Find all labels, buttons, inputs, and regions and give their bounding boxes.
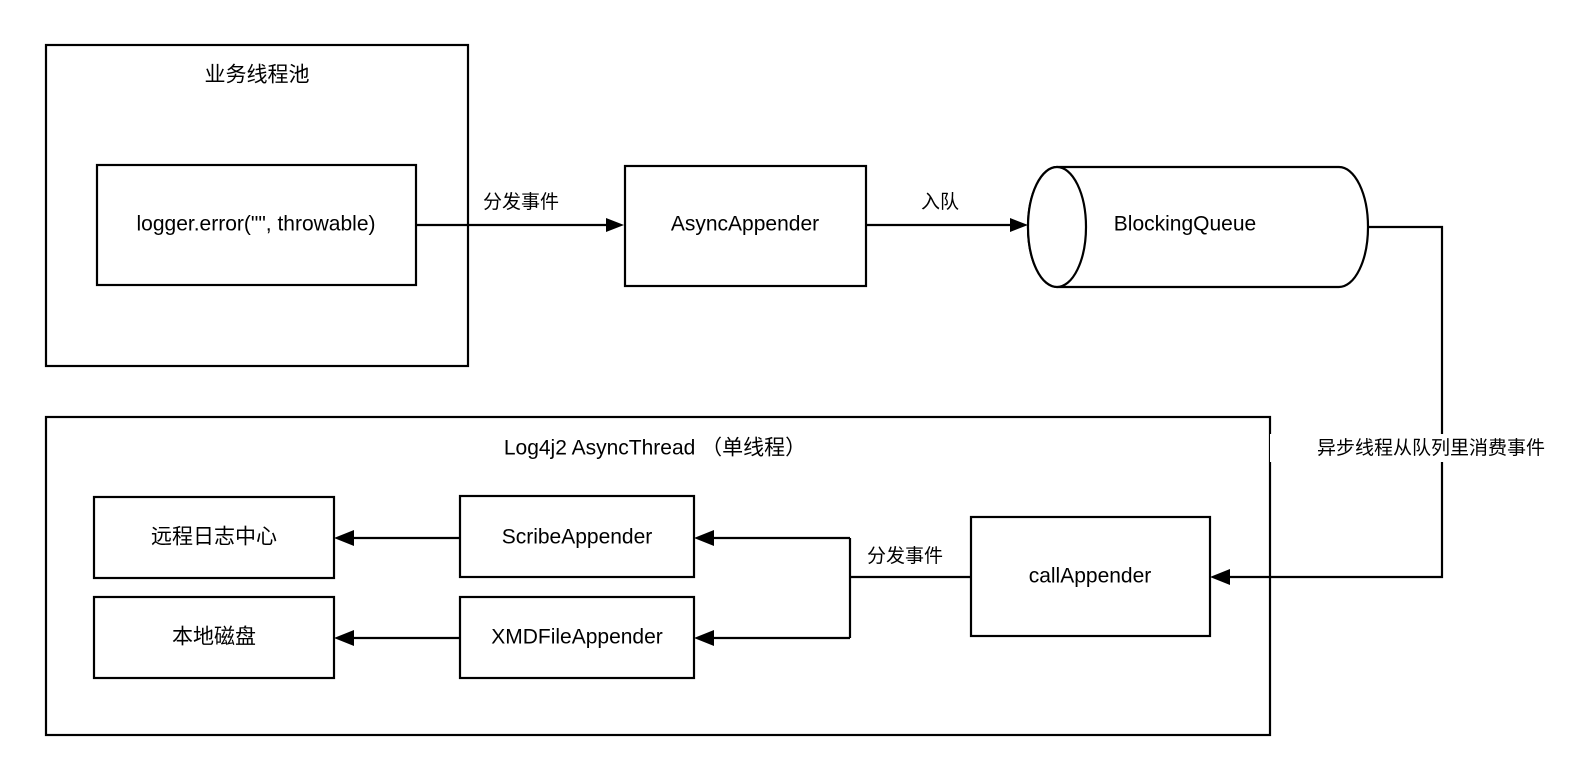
node-xmd-file-appender-label: XMDFileAppender	[491, 626, 663, 649]
edge-queue-to-callappender: 异步线程从队列里消费事件	[1210, 225, 1592, 585]
node-scribe-appender[interactable]	[458, 494, 696, 579]
edge-xmd-to-disk	[334, 630, 460, 646]
node-local-disk-label: 本地磁盘	[172, 626, 256, 649]
node-blocking-queue-label: BlockingQueue	[1114, 213, 1256, 236]
group-title-business-thread-pool: 业务线程池	[205, 64, 310, 87]
arrowhead-async-to-queue	[1010, 218, 1028, 232]
edge-async-to-queue: 入队	[866, 191, 1028, 232]
node-local-disk[interactable]	[92, 595, 336, 680]
node-async-appender[interactable]	[623, 164, 868, 288]
edge-scribe-to-remote	[334, 530, 460, 546]
edge-label-queue-to-callappender: 异步线程从队列里消费事件	[1317, 437, 1545, 459]
edge-callappender-to-appenders: 分发事件	[694, 530, 971, 646]
arrowhead-logger-to-async	[606, 218, 624, 232]
node-xmd-file-appender[interactable]	[458, 595, 696, 680]
arrowhead-callappender-to-scribe	[694, 530, 714, 546]
node-async-appender-label: AsyncAppender	[671, 213, 819, 236]
edge-logger-to-async: 分发事件	[416, 191, 624, 232]
node-logger-error-label: logger.error("", throwable)	[136, 213, 375, 236]
node-remote-log-center-label: 远程日志中心	[151, 526, 277, 549]
node-blocking-queue[interactable]	[1026, 165, 1370, 289]
group-title-log4j2-async-thread: Log4j2 AsyncThread （单线程）	[504, 437, 806, 460]
node-scribe-appender-label: ScribeAppender	[502, 526, 653, 549]
node-logger-error[interactable]	[95, 163, 418, 287]
edge-label-logger-to-async: 分发事件	[483, 191, 559, 213]
node-call-appender[interactable]	[969, 515, 1212, 638]
node-remote-log-center[interactable]	[92, 495, 336, 580]
node-call-appender-label: callAppender	[1029, 565, 1152, 588]
arrowhead-callappender-to-xmd	[694, 630, 714, 646]
arrowhead-xmd-to-disk	[334, 630, 354, 646]
arrowhead-queue-to-callappender	[1210, 569, 1230, 585]
edge-label-callappender-to-appenders: 分发事件	[867, 545, 943, 567]
edge-label-async-to-queue: 入队	[921, 191, 959, 213]
arrowhead-scribe-to-remote	[334, 530, 354, 546]
